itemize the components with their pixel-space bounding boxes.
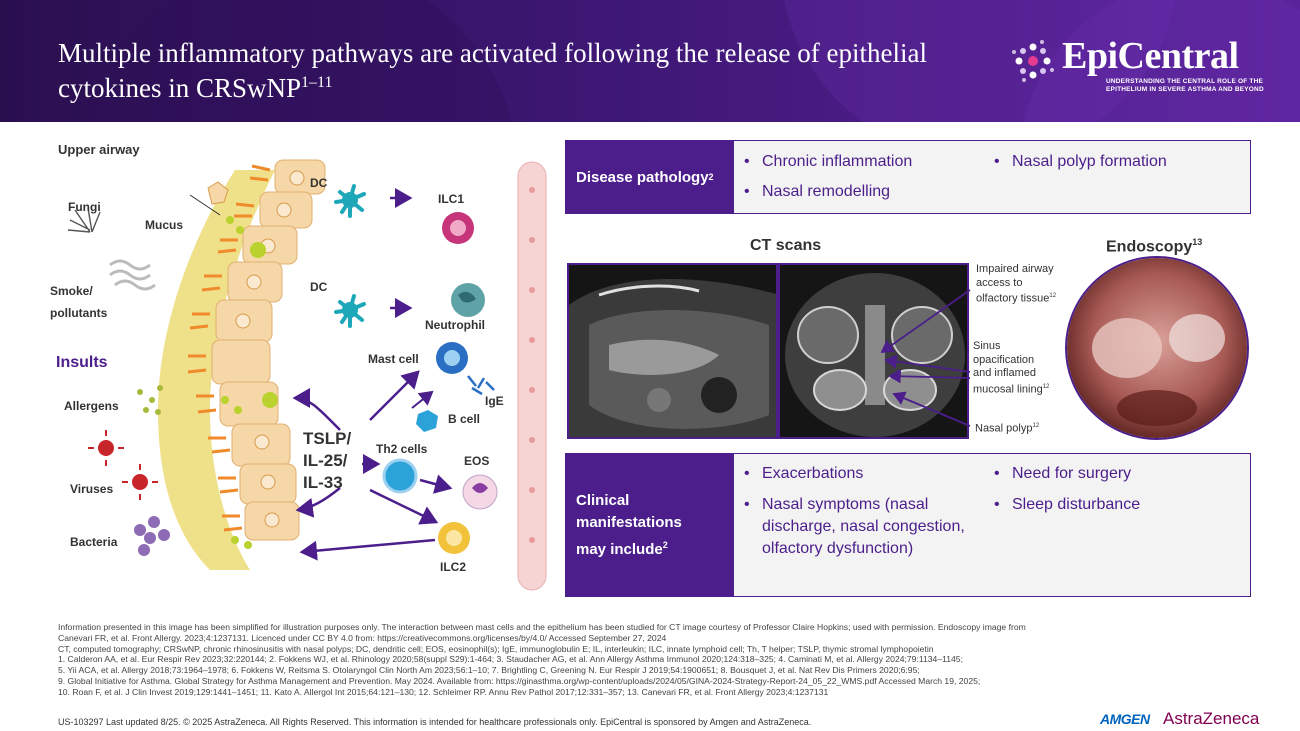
astrazeneca-logo: AstraZeneca: [1163, 709, 1260, 728]
dc-label-2: DC: [310, 280, 328, 294]
ilc1-label: ILC1: [438, 192, 465, 206]
copyright-text: US-103297 Last updated 8/25. © 2025 Astr…: [58, 717, 812, 727]
allergen-dots: [137, 385, 163, 415]
ilc2-label: ILC2: [440, 560, 467, 574]
mast-cell-label: Mast cell: [368, 352, 419, 366]
fungi-spore: [207, 181, 229, 205]
endoscopy-title: Endoscopy13: [1106, 237, 1203, 256]
amgen-logo: AMGEN: [1100, 711, 1150, 727]
clinical-manifestations-heading: Clinical manifestations may include2: [566, 454, 734, 596]
clinical-item-2: Nasal symptoms (nasal discharge, nasal c…: [744, 494, 992, 560]
disease-pathology-body: Chronic inflammation Nasal remodelling N…: [734, 141, 1250, 213]
mucus-layer: [158, 170, 275, 570]
dc-label-1: DC: [310, 176, 328, 190]
pathology-item-2: Nasal remodelling: [744, 181, 890, 203]
fungi-icon: [67, 207, 101, 233]
pathway-diagram-art: [67, 159, 547, 591]
b-cell-label: B cell: [448, 412, 481, 426]
endoscopy-image: [1065, 256, 1249, 440]
logo-wordmark: EpiCentral: [1062, 35, 1239, 77]
neutrophil-label: Neutrophil: [425, 318, 485, 332]
pathology-item-3: Nasal polyp formation: [994, 151, 1167, 173]
ct-scan-sagittal: [567, 263, 778, 439]
smoke-label-1: Smoke/: [50, 284, 93, 298]
bacteria-label: Bacteria: [70, 535, 118, 549]
upper-airway-label: Upper airway: [58, 142, 140, 157]
pathology-item-1: Chronic inflammation: [744, 151, 912, 173]
clinical-item-1: Exacerbations: [744, 463, 863, 485]
clinical-manifestations-body: Exacerbations Nasal symptoms (nasal disc…: [734, 454, 1250, 596]
viruses-label: Viruses: [70, 482, 114, 496]
blood-vessel: [517, 161, 547, 591]
dendritic-cell-2: [334, 294, 366, 328]
epicentral-logo-icon: [1012, 40, 1054, 82]
header-banner: Multiple inflammatory pathways are activ…: [0, 0, 1300, 122]
th2-label: Th2 cells: [376, 442, 428, 456]
ct-scans-title: CT scans: [750, 237, 822, 254]
allergens-label: Allergens: [64, 399, 119, 413]
tslp-label: TSLP/IL-25/IL-33: [303, 429, 352, 492]
eos-label: EOS: [464, 454, 490, 468]
ige-label: IgE: [485, 394, 504, 408]
ige-icon: [467, 375, 495, 396]
th2-cell: [382, 458, 418, 494]
b-cell: [416, 410, 438, 432]
smoke-icon: [109, 259, 156, 291]
ct-scan-coronal: [778, 263, 969, 439]
clinical-manifestations-box: Clinical manifestations may include2 Exa…: [565, 453, 1251, 597]
ct-annotation-arrows: [880, 289, 971, 427]
smoke-label-2: pollutants: [50, 306, 108, 320]
clinical-item-3: Need for surgery: [994, 463, 1131, 485]
footer-references: Information presented in this image has …: [58, 622, 1026, 697]
virus-icons: [88, 430, 158, 500]
page-title: Multiple inflammatory pathways are activ…: [58, 38, 927, 103]
fungi-label: Fungi: [68, 200, 101, 214]
header-background-pattern: [87, 0, 1300, 122]
annotation-nasal-polyp: Nasal polyp12: [975, 422, 1040, 435]
epithelial-cells: [187, 159, 326, 549]
bacteria-icons: [134, 516, 170, 556]
clinical-item-4: Sleep disturbance: [994, 494, 1140, 516]
epicentral-logo: EpiCentral UNDERSTANDING THE CENTRAL ROL…: [1010, 34, 1264, 98]
mucus-label: Mucus: [145, 218, 184, 232]
dendritic-cell-1: [334, 184, 366, 218]
insults-heading: Insults: [56, 354, 108, 371]
